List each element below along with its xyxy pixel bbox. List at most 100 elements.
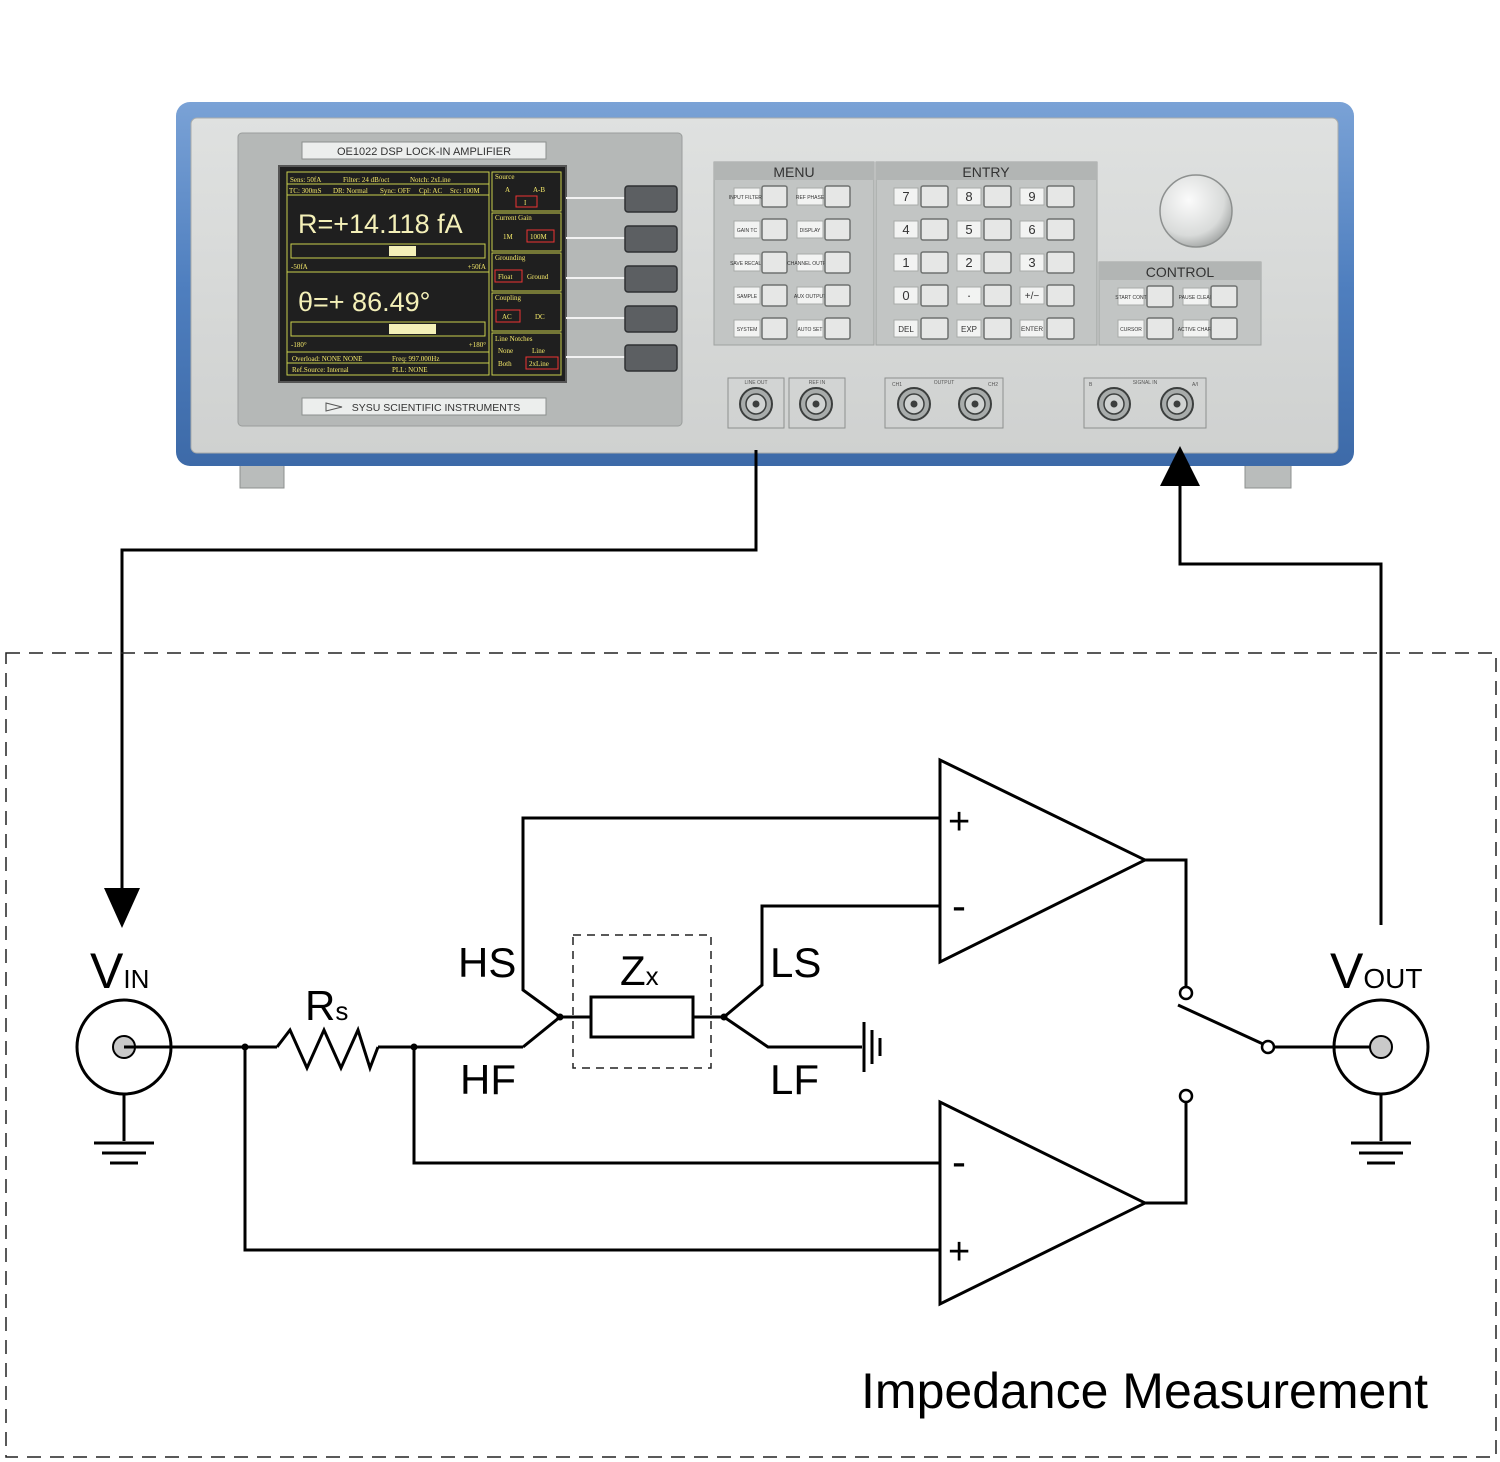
side-opt-100m: 100M bbox=[530, 233, 548, 241]
key-label-plate bbox=[1117, 287, 1145, 306]
key-label-plate bbox=[796, 319, 824, 338]
key-9[interactable] bbox=[1046, 185, 1075, 208]
key-7[interactable] bbox=[920, 185, 949, 208]
lock-in-amplifier: OE1022 DSP LOCK-IN AMPLIFIER SYSU SCIENT… bbox=[176, 102, 1354, 489]
wire-hs bbox=[521, 816, 940, 1019]
op-amp-bottom-minus: - bbox=[952, 1138, 966, 1185]
key-channel-output[interactable] bbox=[824, 251, 851, 274]
key-ref-phase[interactable] bbox=[824, 185, 851, 208]
side-box-gain bbox=[491, 212, 562, 252]
zx-label: Zx bbox=[620, 947, 659, 994]
key-2[interactable] bbox=[983, 251, 1012, 274]
zx-impedance bbox=[589, 995, 695, 1039]
key-label-plate bbox=[956, 286, 982, 305]
key-display[interactable] bbox=[824, 218, 851, 241]
entry-header bbox=[876, 162, 1097, 180]
key-auto-set[interactable] bbox=[824, 317, 851, 340]
bnc-output-ch2[interactable] bbox=[958, 387, 992, 421]
bnc-pin bbox=[1173, 400, 1181, 408]
key-exp-label: EXP bbox=[961, 325, 977, 334]
bnc-ref-in[interactable] bbox=[799, 387, 833, 421]
key-label-plate bbox=[1182, 287, 1210, 306]
key-label-plate bbox=[733, 286, 761, 305]
lcd-screen bbox=[278, 165, 567, 383]
bnc-line-out[interactable] bbox=[739, 387, 773, 421]
side-opt-i: I bbox=[524, 199, 527, 207]
arrow-up-signal-in bbox=[1160, 446, 1200, 486]
key-del[interactable] bbox=[920, 317, 949, 340]
connector-label-ch2: CH2 bbox=[988, 382, 998, 388]
key-sample[interactable] bbox=[761, 284, 788, 307]
ls-label: LS bbox=[770, 939, 821, 986]
key-gain-tc[interactable] bbox=[761, 218, 788, 241]
status-notch: Notch: 2xLine bbox=[410, 176, 451, 184]
wire-top-out bbox=[1145, 858, 1188, 986]
key-0[interactable] bbox=[920, 284, 949, 307]
key-plus-minus[interactable] bbox=[1046, 284, 1075, 307]
control-title: CONTROL bbox=[1146, 264, 1215, 280]
key-label-plate bbox=[796, 253, 824, 272]
key-dot[interactable] bbox=[983, 284, 1012, 307]
side-opt-ac: AC bbox=[502, 313, 512, 321]
key-0-label: 0 bbox=[902, 288, 909, 303]
soft-key-5[interactable] bbox=[624, 344, 678, 372]
side-title-grounding: Grounding bbox=[495, 254, 526, 262]
key-6-label: 6 bbox=[1028, 222, 1035, 237]
key-aux-output[interactable] bbox=[824, 284, 851, 307]
footer-ref-source: Ref.Source: Internal bbox=[292, 366, 349, 374]
bnc-pin bbox=[971, 400, 979, 408]
hf-label: HF bbox=[460, 1056, 516, 1103]
key-label-plate bbox=[796, 187, 824, 206]
key-cursor[interactable] bbox=[1146, 317, 1174, 340]
soft-key-2[interactable] bbox=[624, 225, 678, 253]
key-label-plate bbox=[956, 187, 982, 206]
key-save-recall[interactable] bbox=[761, 251, 788, 274]
key-4[interactable] bbox=[920, 218, 949, 241]
side-opt-float: Float bbox=[498, 273, 512, 281]
key-enter[interactable] bbox=[1046, 317, 1075, 340]
key-label-plate bbox=[733, 187, 761, 206]
key-active-chart[interactable] bbox=[1210, 317, 1238, 340]
rotary-knob[interactable] bbox=[1159, 174, 1233, 248]
right-foot bbox=[1244, 461, 1292, 489]
switch-blade bbox=[1177, 1003, 1264, 1046]
key-label-plate bbox=[796, 220, 824, 239]
key-2-label: 2 bbox=[965, 255, 972, 270]
key-cursor-label: CURSOR bbox=[1120, 327, 1142, 333]
key-system[interactable] bbox=[761, 317, 788, 340]
bnc-signal-in-a[interactable] bbox=[1160, 387, 1194, 421]
key-5[interactable] bbox=[983, 218, 1012, 241]
key-9-label: 9 bbox=[1028, 189, 1035, 204]
soft-key-1[interactable] bbox=[624, 185, 678, 213]
key-6[interactable] bbox=[1046, 218, 1075, 241]
soft-key-4[interactable] bbox=[624, 305, 678, 333]
wire-ls bbox=[723, 904, 940, 1019]
key-8[interactable] bbox=[983, 185, 1012, 208]
side-box-grounding bbox=[491, 252, 562, 292]
soft-keys bbox=[566, 185, 678, 372]
key-start-cont[interactable] bbox=[1146, 285, 1174, 308]
lf-label: LF bbox=[770, 1056, 819, 1103]
scale-r-max: +50fA bbox=[468, 263, 486, 271]
soft-key-3[interactable] bbox=[624, 265, 678, 293]
bnc-signal-in-b[interactable] bbox=[1097, 387, 1131, 421]
key-3[interactable] bbox=[1046, 251, 1075, 274]
switch-contact-top bbox=[1178, 985, 1194, 1001]
vout-connector-pin bbox=[1369, 1035, 1393, 1059]
key-exp[interactable] bbox=[983, 317, 1012, 340]
key-1[interactable] bbox=[920, 251, 949, 274]
key-save-recall-label: SAVE RECALL bbox=[730, 261, 764, 267]
arrow-down-vin bbox=[104, 888, 140, 928]
key-ref-phase-label: REF PHASE bbox=[796, 195, 825, 201]
status-dr: DR: Normal bbox=[333, 187, 368, 195]
footer-pll: PLL: NONE bbox=[392, 366, 428, 374]
op-amp-bottom bbox=[938, 1099, 1149, 1307]
key-label-plate bbox=[1019, 187, 1045, 206]
key-7-label: 7 bbox=[902, 189, 909, 204]
key-pause-clear[interactable] bbox=[1210, 285, 1238, 308]
bnc-output-ch1[interactable] bbox=[897, 387, 931, 421]
wire-bottom-out bbox=[1145, 1103, 1188, 1205]
resistor-rs bbox=[275, 1025, 380, 1073]
key-input-filters[interactable] bbox=[761, 185, 788, 208]
connector-frame-ref-in bbox=[788, 377, 846, 429]
